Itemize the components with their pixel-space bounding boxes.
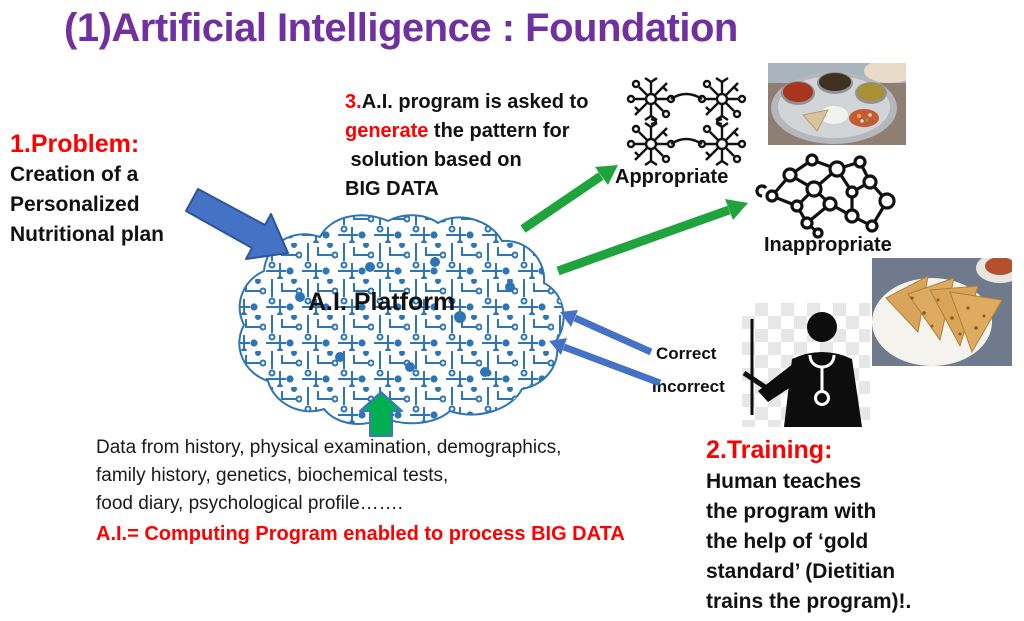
data-line: family history, genetics, biochemical te…: [96, 465, 449, 486]
big-data-block: Data from history, physical examination,…: [96, 434, 696, 548]
training-line: Human teaches: [706, 470, 862, 493]
paratha-meal-image: [872, 258, 1012, 366]
problem-block: 1.Problem: Creation of a Personalized Nu…: [10, 128, 240, 250]
data-line: food diary, psychological profile…….: [96, 493, 403, 514]
problem-line: Creation of a: [10, 163, 139, 186]
inappropriate-label: Inappropriate: [764, 234, 892, 256]
problem-line: Personalized: [10, 193, 140, 216]
generate-word: generate: [345, 120, 429, 142]
data-line: Data from history, physical examination,…: [96, 437, 562, 458]
training-line: the help of ‘gold: [706, 530, 869, 553]
problem-line: Nutritional plan: [10, 223, 164, 246]
correct-label: Correct: [656, 344, 717, 363]
training-line: standard’ (Dietitian: [706, 560, 896, 583]
circuit-brain-svg: [238, 214, 565, 425]
slide-title: (1)Artificial Intelligence : Foundation: [64, 6, 738, 50]
brain-to-inappropriate-arrow: [556, 199, 748, 276]
generation-line-1: 3.A.I. program is asked to: [345, 88, 625, 117]
generation-line-2: generate the pattern for: [345, 117, 625, 146]
generation-line-3: solution based on: [345, 149, 522, 171]
training-line: trains the program)!.: [706, 590, 912, 613]
training-heading: 2.Training:: [706, 436, 833, 464]
training-line: the program with: [706, 500, 877, 523]
circuit-brain-image: [230, 207, 568, 433]
correct-feedback-arrow: [560, 310, 653, 356]
ai-definition: A.I.= Computing Program enabled to proce…: [96, 523, 625, 545]
problem-heading: 1.Problem:: [10, 130, 140, 158]
thali-meal-svg: [768, 63, 906, 145]
inappropriate-network-icon: [752, 148, 902, 240]
generation-line-4: BIG DATA: [345, 178, 439, 200]
training-block: 2.Training: Human teaches the program wi…: [706, 434, 1016, 617]
dietitian-silhouette-svg: [742, 312, 862, 427]
appropriate-label: Appropriate: [615, 166, 729, 188]
dietitian-silhouette-icon: [742, 303, 870, 427]
paratha-meal-svg: [872, 258, 1012, 366]
generation-number: 3.: [345, 91, 362, 113]
ai-platform-label: A.I. Platform: [308, 288, 456, 316]
inappropriate-network-svg: [755, 153, 896, 239]
thali-meal-image: [768, 63, 906, 145]
generation-block: 3.A.I. program is asked to generate the …: [345, 88, 625, 204]
appropriate-network-icon: [618, 74, 758, 168]
generation-line-2-text: the pattern for: [428, 120, 570, 142]
incorrect-label: Incorrect: [652, 377, 725, 396]
appropriate-network-svg: [626, 76, 747, 167]
generation-line-1-text: A.I. program is asked to: [361, 91, 589, 113]
